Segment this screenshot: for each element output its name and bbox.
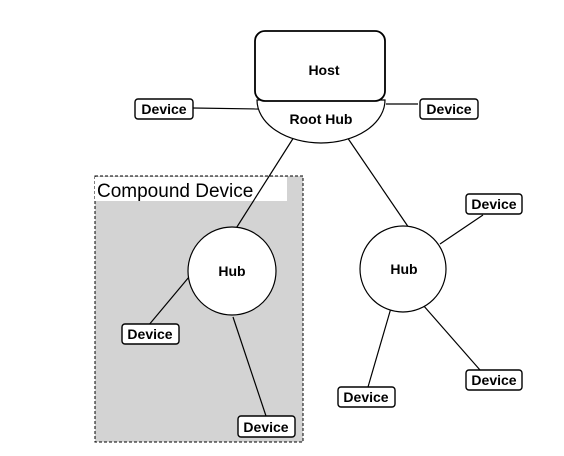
device-root-right-box [419,98,479,120]
hub-right-circle [359,225,447,313]
device-compound-left: Device [121,323,180,345]
device-compound-left-box [121,323,180,345]
host-box [254,30,386,102]
device-right-bottom-left: Device [337,386,396,408]
compound-device-label: Compound Device [97,181,253,202]
device-compound-bottom: Device [237,415,296,438]
link-roothub-hub-right [346,136,410,229]
link-hub-compound-device-bottom [232,316,267,417]
device-compound-left-label: Device [127,326,172,342]
device-right-top-box [465,193,523,215]
compound-device-group: Compound Device [94,175,304,443]
root-hub-shape [256,99,386,144]
device-right-bottom-left-box [337,386,396,408]
hub-compound-circle [187,226,277,316]
hub-right-label: Hub [390,261,417,277]
compound-device-box [94,175,304,443]
device-right-bottom-right: Device [465,369,523,391]
link-hub-right-device-top [439,214,484,245]
hub-compound-label: Hub [218,263,245,279]
host: Host [254,30,386,102]
device-right-top-label: Device [471,196,516,212]
root-hub-label: Root Hub [290,111,353,127]
compound-device-label-bg [95,177,287,201]
connections [147,103,484,417]
host-label: Host [308,62,339,78]
device-root-left-box [134,98,194,120]
device-root-left: Device [134,98,194,120]
device-root-right-label: Device [426,101,471,117]
link-hub-right-device-bottom-left [367,307,392,388]
device-compound-bottom-label: Device [243,419,288,435]
device-right-top: Device [465,193,523,215]
device-right-bottom-left-label: Device [343,389,388,405]
link-hub-compound-device-left [147,276,190,327]
device-right-bottom-right-label: Device [471,372,516,388]
device-right-bottom-right-box [465,369,523,391]
hub-right: Hub [359,225,447,313]
device-compound-bottom-box [237,415,296,438]
hub-compound: Hub [187,226,277,316]
root-hub: Root Hub [256,99,386,144]
device-root-right: Device [419,98,479,120]
link-roothub-hub-compound [234,136,295,231]
device-root-left-label: Device [141,101,186,117]
link-hub-right-device-bottom-right [422,304,481,371]
link-roothub-device-left [192,107,259,110]
